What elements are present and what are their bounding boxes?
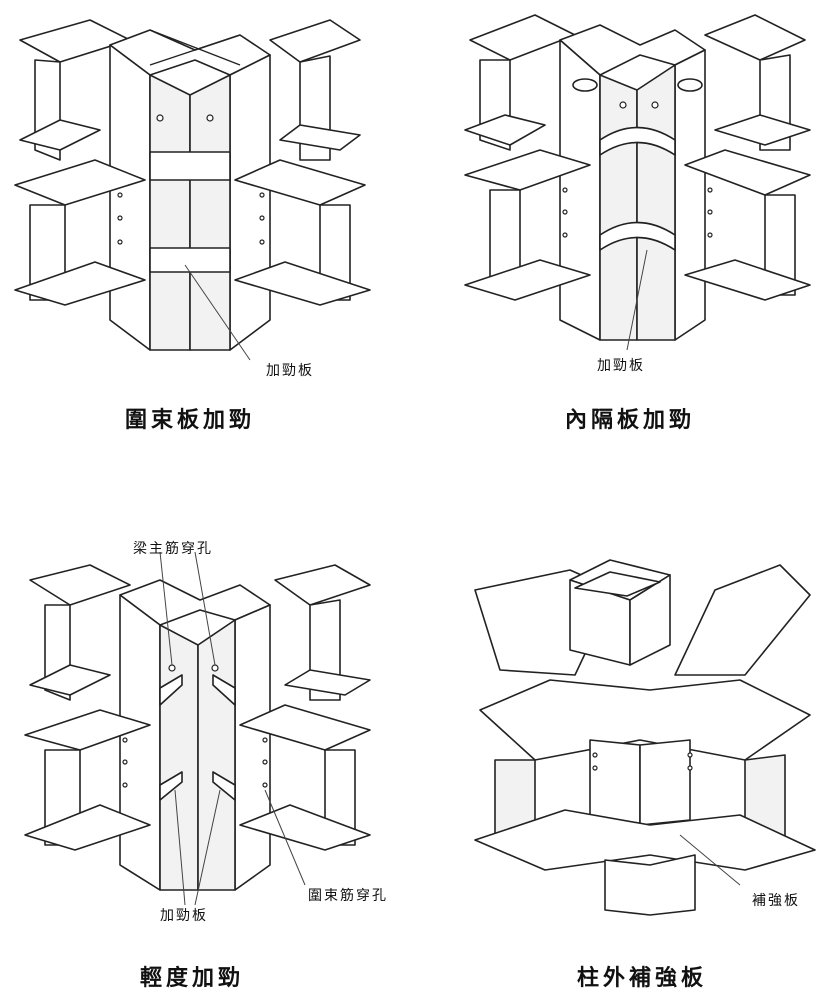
stiffener-plate-label: 加勁板	[160, 908, 208, 924]
hoop-rebar-hole-label: 圍束筋穿孔	[308, 888, 388, 904]
diagram-panel-light-stiffening: 梁主筋穿孔 加勁板 圍束筋穿孔 輕度加勁	[0, 500, 415, 1000]
beam-rebar-hole-label: 梁主筋穿孔	[133, 541, 213, 557]
panel-caption: 內隔板加勁	[565, 407, 696, 433]
panel-caption: 柱外補強板	[577, 965, 708, 991]
diagram-panel-external-reinforcing-plate: 補強板 柱外補強板	[415, 500, 830, 1000]
panel-caption: 輕度加勁	[140, 965, 245, 991]
reinforcing-plate-label: 補強板	[752, 893, 800, 909]
stiffener-plate-label: 加勁板	[266, 363, 314, 379]
diagram-panel-confinement-plate: 加勁板 圍束板加勁	[0, 0, 415, 460]
beam-column-joint-drawing	[474, 559, 816, 916]
diagram-panel-internal-diaphragm: 加勁板 內隔板加勁	[415, 0, 830, 460]
panel-caption: 圍束板加勁	[125, 407, 256, 433]
beam-column-joint-drawing	[14, 19, 371, 361]
beam-column-joint-drawing	[24, 551, 371, 906]
stiffener-plate-label: 加勁板	[597, 358, 645, 374]
beam-column-joint-drawing	[464, 14, 811, 351]
